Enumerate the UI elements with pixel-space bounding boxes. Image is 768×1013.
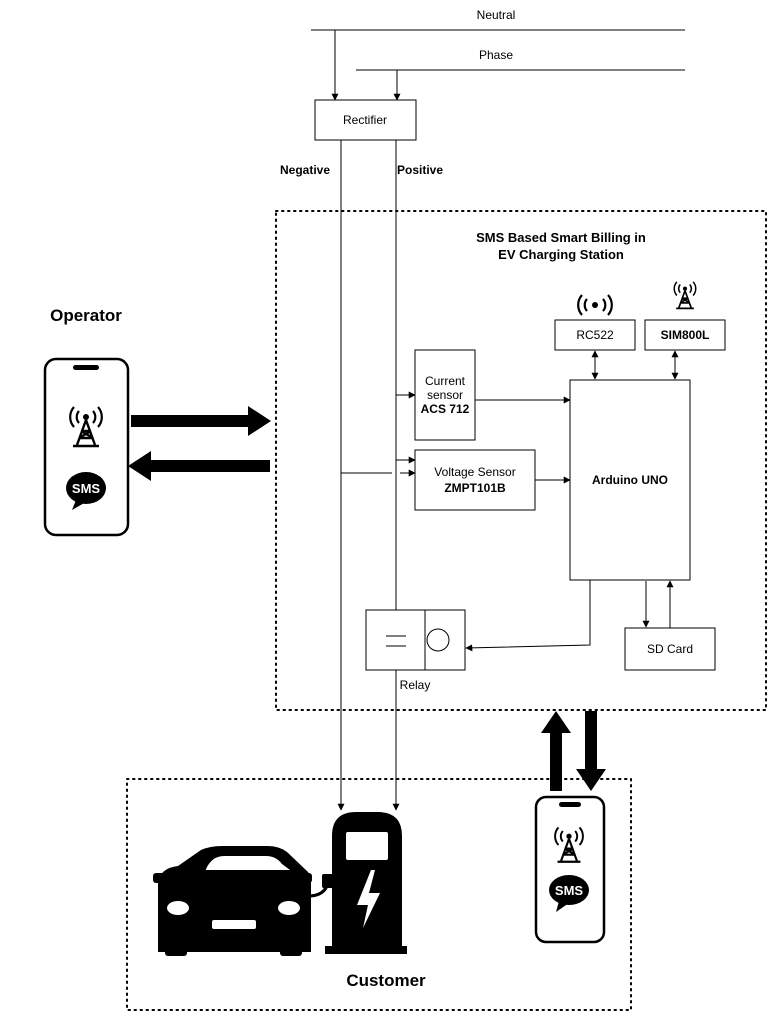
operator-label: Operator: [50, 306, 122, 325]
station-title-line1: SMS Based Smart Billing in: [476, 230, 646, 245]
phase-line: [356, 69, 685, 101]
charging-station-icon: [322, 812, 407, 954]
rc522-box: [554, 319, 636, 351]
sms-bubble-icon: SMS: [549, 875, 589, 912]
current-sensor-label-1: Current: [425, 374, 466, 388]
station-to-customer-arrow: [576, 711, 606, 791]
voltage-sensor-label-1: Voltage Sensor: [434, 465, 515, 479]
smartphone-icon: [534, 795, 606, 944]
sim800l-label: SIM800L: [661, 328, 710, 342]
sd-card-label: SD Card: [647, 642, 693, 656]
customer-label: Customer: [346, 971, 426, 990]
rectifier-box: [314, 99, 417, 141]
station-to-operator-arrow: [128, 451, 270, 481]
operator-sms-text: SMS: [72, 481, 101, 496]
operator-phone[interactable]: SMS: [43, 357, 130, 537]
station-boundary: [275, 210, 767, 711]
operator-to-station-arrow: [131, 406, 271, 436]
arduino-to-relay: [465, 580, 591, 652]
customer-sms-text: SMS: [555, 883, 584, 898]
current-sensor-label-2: sensor: [427, 388, 463, 402]
current-sensor-box: [414, 349, 476, 441]
arduino-box: [569, 379, 691, 581]
rc522-label: RC522: [576, 328, 614, 342]
customer-to-station-arrow: [541, 711, 571, 791]
current-sensor-label-3: ACS 712: [421, 402, 470, 416]
neutral-line: [311, 29, 685, 101]
rfid-signal-icon: [577, 294, 613, 316]
relay-box: [365, 609, 466, 671]
positive-label: Positive: [397, 163, 443, 177]
sd-card-box: [624, 627, 716, 671]
station-title-line2: EV Charging Station: [498, 247, 624, 262]
customer-phone[interactable]: SMS: [534, 795, 606, 944]
neutral-label: Neutral: [477, 8, 516, 22]
rectifier-label: Rectifier: [343, 113, 387, 127]
sim800l-box: [644, 319, 726, 351]
negative-label: Negative: [280, 163, 330, 177]
phase-label: Phase: [479, 48, 513, 62]
antenna-tower-icon: [673, 280, 697, 310]
customer-boundary: [126, 778, 632, 1011]
sms-bubble-icon: SMS: [66, 472, 106, 510]
voltage-sensor-label-2: ZMPT101B: [444, 481, 506, 495]
car-icon: [153, 846, 332, 956]
arduino-label: Arduino UNO: [592, 473, 668, 487]
relay-label: Relay: [400, 678, 431, 692]
voltage-sensor-box: [414, 449, 536, 511]
